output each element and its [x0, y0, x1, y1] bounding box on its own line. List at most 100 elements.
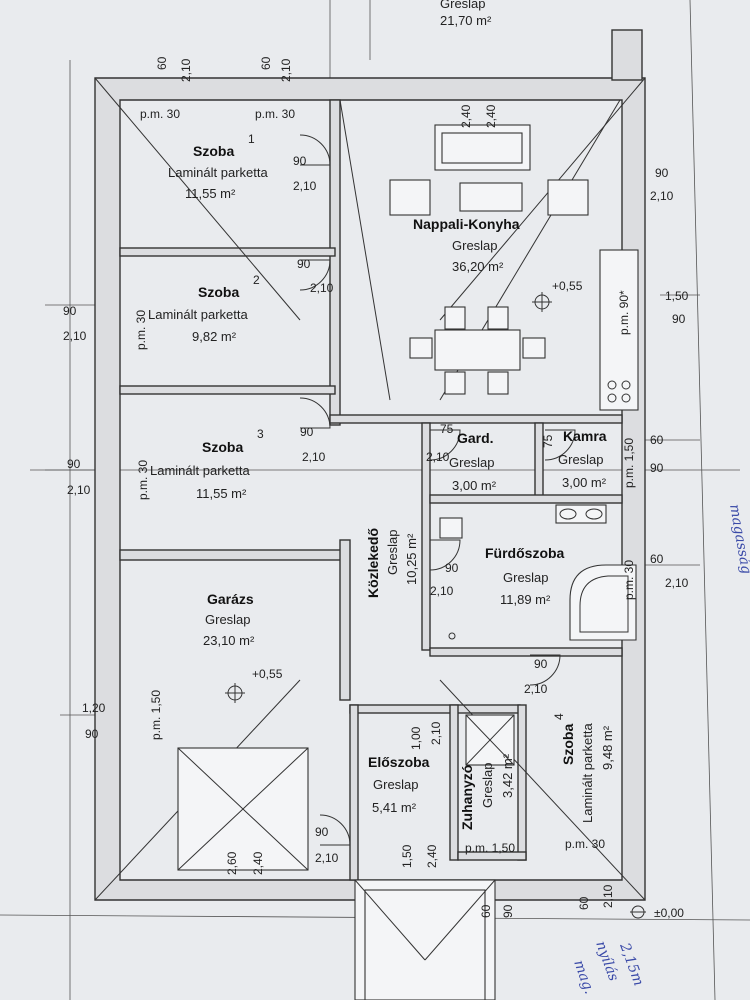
dim-90-bottom: 90	[501, 904, 515, 918]
kamra-name: Kamra	[563, 428, 607, 444]
dim-240-b: 2,40	[484, 104, 498, 128]
dim-pm30-szoba4: p.m. 30	[565, 837, 605, 851]
szoba3-material: Laminált parketta	[150, 463, 250, 478]
garazs-area: 23,10 m²	[203, 633, 255, 648]
dim-210-left-b: 2,10	[67, 483, 91, 497]
dim-pm30-furdo: p.m. 30	[622, 560, 636, 600]
szoba1-num: 1	[248, 132, 255, 146]
dim-210-right-a: 2,10	[650, 189, 674, 203]
dim-pm30-left-a: p.m. 30	[134, 310, 148, 350]
dim-150-ent: 1,50	[400, 844, 414, 868]
dim-60-bottom-a: 60	[479, 904, 493, 918]
dim-210-top-mid: 2,10	[279, 58, 293, 82]
note-bottom1: 2,15m	[616, 940, 647, 988]
level-marker-entrance	[630, 905, 646, 919]
kozlekedo-name: Közlekedő	[365, 528, 381, 598]
kamra-material: Greslap	[558, 452, 604, 467]
szoba2-material: Laminált parketta	[148, 307, 248, 322]
dim-pm150-zuh: p.m. 1,50	[465, 841, 515, 855]
top-area: 21,70 m²	[440, 13, 492, 28]
dim-240-ent: 2,40	[425, 844, 439, 868]
dim-150-right: 1,50	[665, 289, 689, 303]
living-furniture	[389, 124, 639, 411]
level-zero: ±0,00	[654, 906, 684, 920]
nappali-area: 36,20 m²	[452, 259, 504, 274]
note-side: magasság	[726, 503, 750, 575]
dim-210-left-a: 2,10	[63, 329, 87, 343]
dim-210-ent: 2,10	[315, 851, 339, 865]
dim-120-left: 1,20	[82, 701, 106, 715]
dim-pm150-kamra: p.m. 1,50	[622, 438, 636, 488]
dim-90-furdo: 90	[445, 561, 459, 575]
szoba2-name: Szoba	[198, 284, 239, 300]
dim-100-a: 1,00	[409, 726, 423, 750]
szoba4-area: 9,48 m²	[600, 725, 615, 770]
garazs-name: Garázs	[207, 591, 254, 607]
gard-area: 3,00 m²	[452, 478, 497, 493]
dim-90-door3: 90	[300, 425, 314, 439]
top-material: Greslap	[440, 0, 486, 11]
szoba4-material: Laminált parketta	[580, 723, 595, 823]
dim-75-kamra: 75	[541, 434, 555, 448]
furdo-area: 11,89 m²	[500, 592, 551, 607]
szoba3-area: 11,55 m²	[196, 486, 247, 501]
garazs-material: Greslap	[205, 612, 251, 627]
dim-90-ent: 90	[315, 825, 329, 839]
dim-90-door1: 90	[293, 154, 307, 168]
szoba2-area: 9,82 m²	[192, 329, 237, 344]
dim-60-top-mid: 60	[259, 56, 273, 70]
gard-name: Gard.	[457, 430, 494, 446]
entrance-steps	[354, 879, 496, 1000]
level-marker-garage	[225, 683, 245, 703]
kamra-area: 3,00 m²	[562, 475, 607, 490]
dim-210-bottom: 2,10	[601, 884, 615, 908]
dim-pm30-left-b: p.m. 30	[136, 460, 150, 500]
eloszoba-area: 5,41 m²	[372, 800, 417, 815]
dim-90-right-c: 90	[650, 461, 664, 475]
dim-210-ent-a: 2,10	[429, 721, 443, 745]
eloszoba-material: Greslap	[373, 777, 419, 792]
eloszoba-name: Előszoba	[368, 754, 430, 770]
level-marker-living	[532, 292, 552, 312]
nappali-level: +0,55	[552, 279, 583, 293]
dim-210-furdo: 2,10	[430, 584, 454, 598]
dim-pm30-a: p.m. 30	[140, 107, 180, 121]
dim-75-gard: 75	[440, 422, 454, 436]
dim-90-left-b: 90	[67, 457, 81, 471]
dim-260: 2,60	[225, 851, 239, 875]
szoba1-area: 11,55 m²	[185, 186, 236, 201]
dim-240-garage: 2,40	[251, 851, 265, 875]
dim-60-top-left: 60	[155, 56, 169, 70]
dim-pm30-b: p.m. 30	[255, 107, 295, 121]
szoba2-num: 2	[253, 273, 260, 287]
szoba1-name: Szoba	[193, 143, 234, 159]
szoba3-num: 3	[257, 427, 264, 441]
dim-60-right-d: 60	[650, 552, 664, 566]
note-bottom3: mag.	[570, 958, 597, 996]
dim-240-a: 2,40	[459, 104, 473, 128]
dim-210-right-d: 2,10	[665, 576, 689, 590]
dimension-labels: 60 2,10 60 2,10 p.m. 30 p.m. 30 2,40 2,4…	[63, 56, 689, 920]
garazs-level: +0,55	[252, 667, 283, 681]
dim-90-szoba4: 90	[534, 657, 548, 671]
kozlekedo-material: Greslap	[385, 529, 400, 575]
furdo-material: Greslap	[503, 570, 549, 585]
furdo-name: Fürdőszoba	[485, 545, 565, 561]
dim-210-door2: 2,10	[310, 281, 334, 295]
szoba3-name: Szoba	[202, 439, 243, 455]
chimney	[611, 29, 643, 81]
dim-pm150-garage: p.m. 1,50	[149, 690, 163, 740]
dim-90-door2: 90	[297, 257, 311, 271]
door-swings	[299, 134, 576, 846]
szoba4-num: 4	[552, 713, 566, 720]
dim-210-door1: 2,10	[293, 179, 317, 193]
szoba4-name: Szoba	[560, 724, 576, 765]
dim-90-left-a: 90	[63, 304, 77, 318]
zuhanyzo-area: 3,42 m²	[500, 753, 515, 798]
dim-90-right-b: 90	[672, 312, 686, 326]
kozlekedo-area: 10,25 m²	[404, 533, 419, 585]
garage-door	[177, 747, 309, 871]
zuhanyzo-name: Zuhanyzó	[459, 765, 475, 830]
zuhanyzo-material: Greslap	[480, 762, 495, 808]
